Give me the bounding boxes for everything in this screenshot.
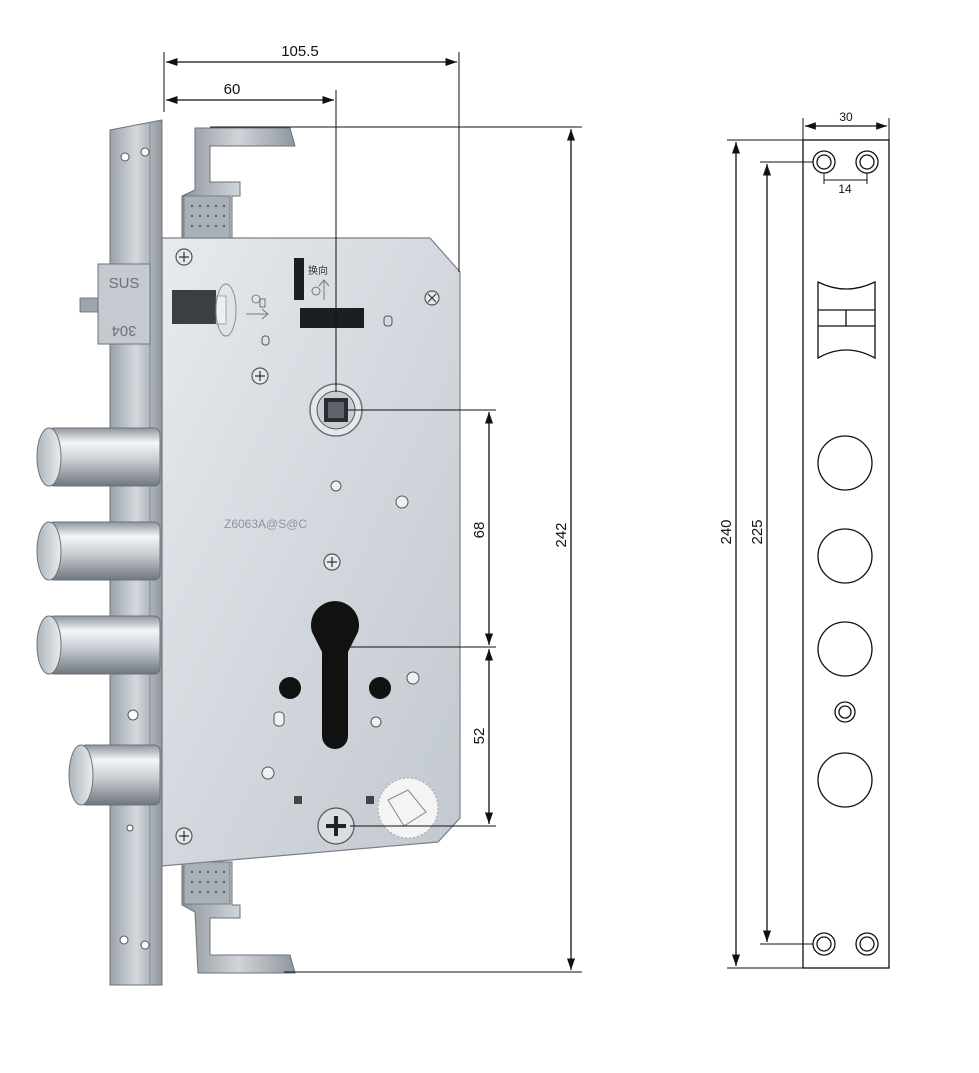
dim-faceplate-width: 30 [839, 110, 853, 124]
screw-top-right [424, 290, 440, 306]
handing-label: 换向 [308, 264, 328, 277]
bottom-rod-connector [181, 861, 296, 974]
model-text: Z6063A@S@C [224, 517, 307, 531]
screw-bottom-left [175, 827, 193, 845]
cylinder-cutout [279, 601, 391, 749]
screw-top-left [175, 248, 193, 266]
dim-spindle-to-cylinder: 68 [471, 522, 488, 539]
lock-body: SUS 304 [36, 119, 461, 986]
dead-bolts [36, 427, 161, 806]
dead-bolt-3 [36, 615, 161, 675]
dim-overall-width: 105.5 [281, 43, 319, 60]
dim-spindle-offset: 60 [224, 81, 241, 98]
faceplate-text-top: SUS [109, 275, 140, 292]
top-rod-connector [181, 127, 296, 241]
bottom-cross-screw [317, 777, 439, 845]
dim-faceplate-length: 240 [718, 519, 735, 544]
dead-bolt-1 [36, 427, 161, 487]
screw-mid-1 [251, 367, 269, 385]
faceplate-latch-opening [817, 280, 876, 360]
case-details: 换向 Z6063A@S@C [172, 258, 420, 804]
dead-bolt-2 [36, 521, 161, 581]
case-screws [175, 248, 440, 845]
dim-faceplate-screw-spacing: 225 [749, 519, 766, 544]
faceplate-text-bottom: 304 [111, 322, 136, 339]
dim-faceplate-hole-spacing: 14 [838, 182, 852, 196]
faceplate-drawing: 30 14 240 225 [718, 110, 890, 969]
lock-case [161, 237, 461, 867]
screw-mid-2 [323, 553, 341, 571]
spindle-hub [309, 383, 363, 437]
dead-bolt-4 [68, 744, 161, 806]
faceplate-bolt-holes [817, 435, 873, 808]
faceplate-bottom-holes [812, 932, 879, 956]
dim-cylinder-to-screw: 52 [471, 728, 488, 745]
latch-bolt: SUS 304 [79, 263, 151, 345]
lock-dimensions: 105.5 60 242 68 52 [163, 43, 582, 973]
dim-overall-height: 242 [553, 522, 570, 547]
